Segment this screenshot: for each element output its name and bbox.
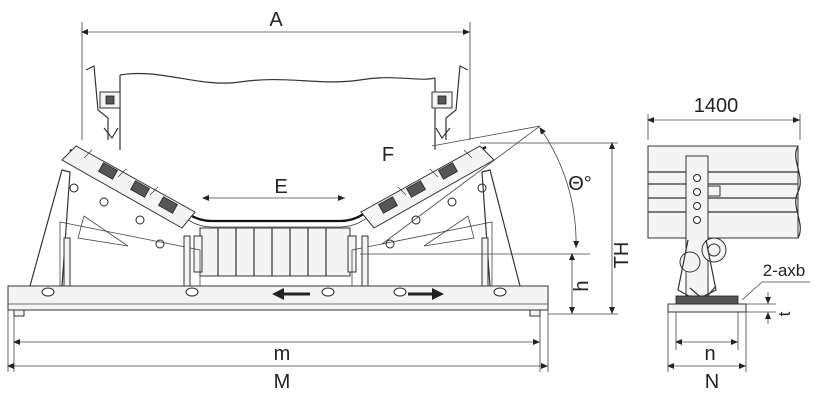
dimension-f: F [382,125,541,166]
label-e: E [274,176,287,198]
label-th: TH [611,242,633,269]
wing-roller-right [360,145,495,249]
center-roller [193,227,357,277]
dimension-a: A [81,9,471,140]
support-frame [29,169,521,287]
dimension-h: h [548,253,618,315]
label-h: h [571,280,593,291]
wing-roller-left [61,145,196,249]
label-t: t [775,311,794,316]
dimension-e: E [202,176,345,201]
front-view: A [7,9,633,393]
label-side-width: 1400 [694,95,739,117]
side-guide-left [85,65,121,140]
label-theta: Θ° [568,173,592,195]
dimension-hole-spec: 2-axb [741,261,810,301]
label-hole-spec: 2-axb [763,261,806,280]
dimension-t: t [746,292,794,324]
label-m: m [274,343,291,365]
label-f: F [382,144,394,166]
dimension-side-width: 1400 [647,95,801,140]
dimension-theta: Θ° [360,125,592,255]
trough-belt [69,146,487,228]
dimension-big-m: M [7,310,549,393]
side-view: 1400 [647,95,810,393]
label-big-m: M [274,371,291,393]
dimension-big-n: N [667,312,747,393]
base-plate [7,285,549,317]
dimension-th: TH [480,142,633,314]
label-a: A [269,9,283,31]
side-guide-right [431,65,469,140]
conveyor-belt [119,72,436,150]
direction-arrow-left-icon [272,288,310,300]
label-big-n: N [705,371,719,393]
side-base-plate [667,295,747,313]
dimension-n: n [675,312,739,365]
label-n: n [704,343,715,365]
belt-side-section [647,145,801,239]
dimension-m: m [13,316,541,372]
direction-arrow-right-icon [408,288,444,300]
bracket-column [677,155,727,301]
